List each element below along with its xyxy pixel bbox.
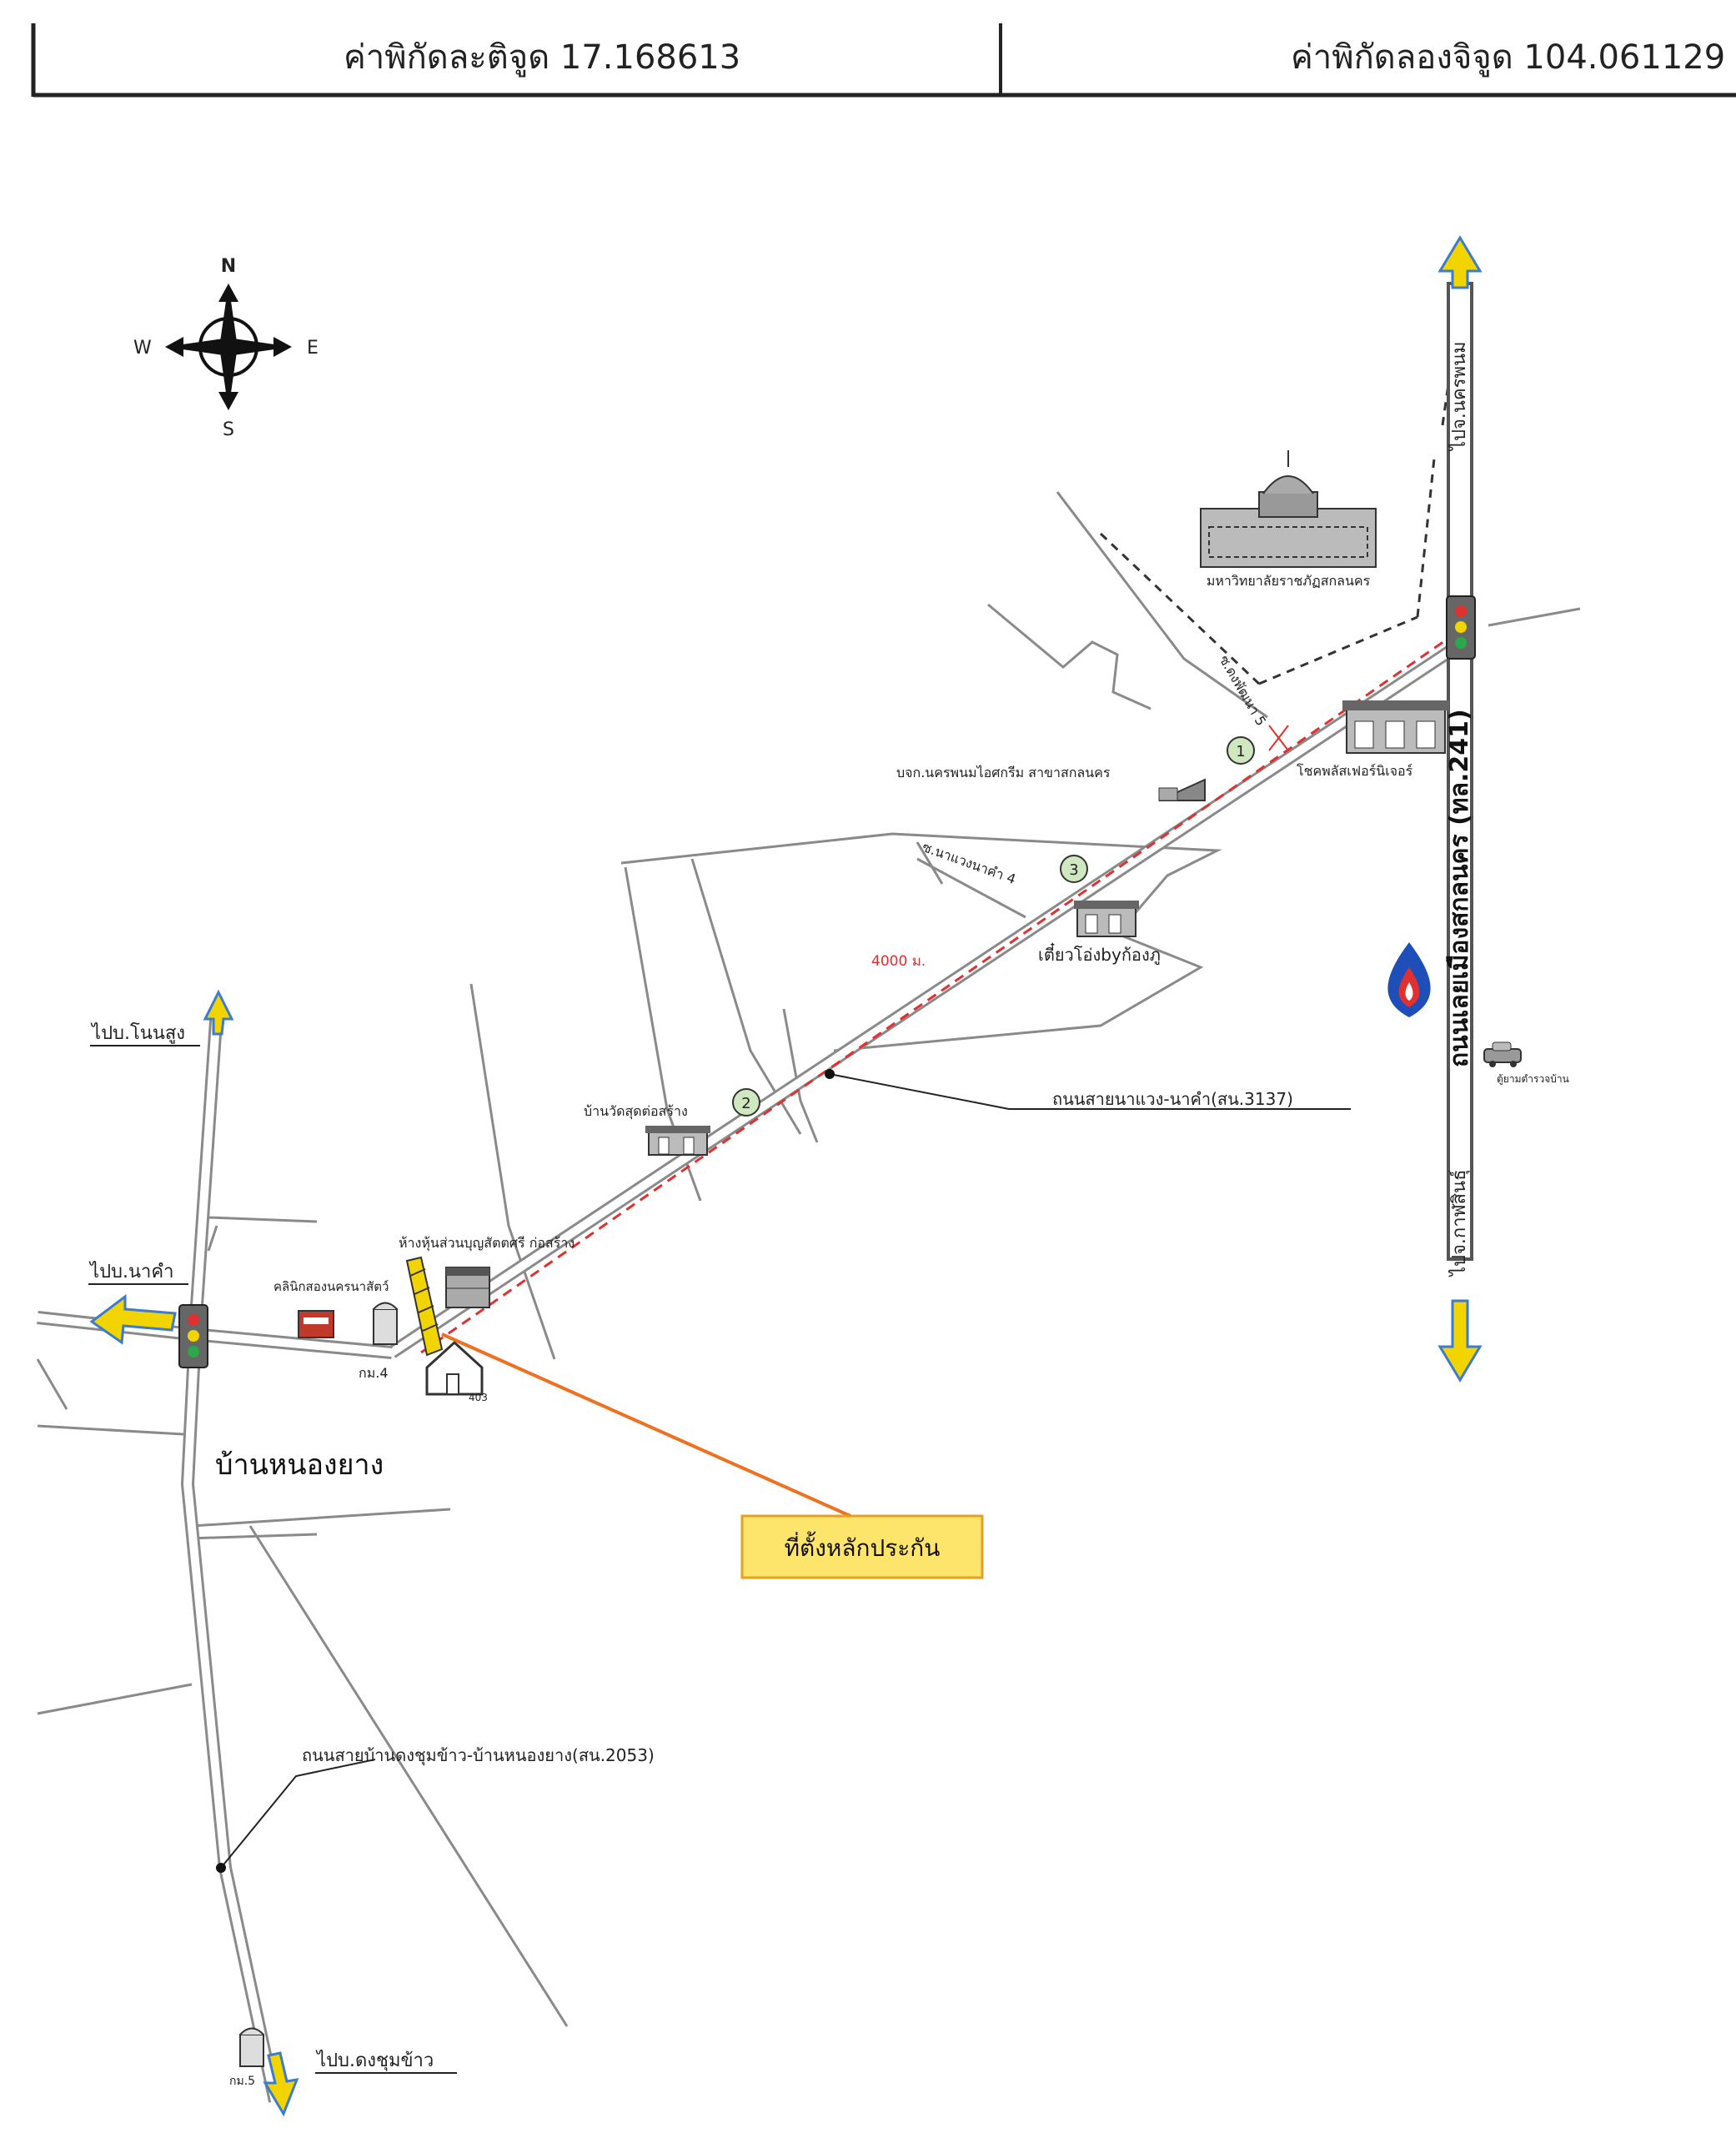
latitude-label: ค่าพิกัดละติจูด 17.168613	[344, 38, 741, 77]
showroom-building-icon	[1342, 700, 1449, 754]
factory-label: บจก.นครพนมไอศกรีม สาขาสกลนคร	[896, 765, 1111, 780]
to-nakhonphanom-label: ไปจ.นครพนม	[1448, 341, 1470, 452]
house-number-label: 403	[469, 1392, 488, 1403]
partnership-label: ห้างหุ้นส่วนบุญสัตตศรี ก่อสร้าง	[399, 1235, 574, 1252]
route-to-collateral	[420, 632, 1456, 1354]
compass-east: E	[307, 338, 319, 359]
to-dongchumkhao: ไปบ.ดงชุมข้าว	[315, 2050, 457, 2074]
header-frame	[31, 23, 1736, 98]
svg-text:ไปบ.นาคำ: ไปบ.นาคำ	[88, 1261, 173, 1282]
km-post-icon	[239, 2027, 264, 2067]
arrow-dongchumkhao-icon	[263, 2051, 299, 2117]
svg-text:2: 2	[741, 1095, 750, 1112]
marker-2: 2	[732, 1088, 760, 1117]
collateral-callout	[740, 1514, 984, 1579]
to-kalasin-label: ไปจ.กาฬสินธุ์	[1448, 1169, 1470, 1277]
marker-1: 1	[1227, 736, 1255, 765]
marker-3: 3	[1060, 855, 1088, 883]
compass-rose-icon	[165, 284, 292, 410]
arrow-nakham-icon	[89, 1294, 177, 1345]
collateral-label: ที่ตั้งหลักประกัน	[785, 1531, 941, 1562]
intersection-cross-icon	[1268, 725, 1289, 751]
compass-south: S	[223, 419, 234, 440]
collateral-leader-line	[441, 1332, 851, 1518]
collateral-plot-icon	[405, 1256, 444, 1357]
temple-village-building-icon	[645, 1126, 710, 1156]
university-label: มหาวิทยาลัยราชภัฏสกลนคร	[1207, 573, 1371, 589]
compass-north: N	[221, 256, 236, 277]
longitude-label: ค่าพิกัดลองจิจูด 104.061129	[1291, 38, 1726, 77]
compass-west: W	[133, 338, 152, 359]
road-3137-line	[388, 642, 1459, 1358]
traffic-light-icon	[1446, 595, 1476, 660]
ptt-station-logo-icon	[1387, 942, 1431, 1017]
km-post-icon	[373, 1302, 398, 1345]
soi-label: ซ.ดงพัฒนา 5	[1217, 653, 1270, 729]
highway-241	[1447, 282, 1473, 1261]
svg-text:1: 1	[1236, 743, 1245, 760]
village-label: บ้านหนองยาง	[215, 1448, 384, 1482]
police-label: ตู้ยามตำรวจบ้าน	[1497, 1073, 1569, 1086]
distance-label: 4000 ม.	[871, 953, 926, 970]
km5-label: กม.5	[229, 2075, 255, 2088]
traffic-light-icon	[178, 1304, 208, 1368]
road-2053-label: ถนนสายบ้านดงชุมข้าว-บ้านหนองยาง(สน.2053)	[302, 1745, 655, 1766]
arrow-south-icon	[1437, 1299, 1483, 1383]
to-nakham: ไปบ.นาคำ	[88, 1261, 188, 1285]
arrow-north-icon	[1437, 235, 1483, 289]
road-3137-label: ถนนสายนาแวง-นาคำ(สน.3137)	[1052, 1089, 1293, 1109]
police-car-icon	[1483, 1041, 1522, 1067]
noodle-shop-label: เตี๋ยวโอ่งbyก้องภู	[1038, 942, 1161, 966]
shop-building-icon	[1074, 901, 1139, 937]
partnership-building-icon	[445, 1267, 490, 1308]
road-2053-leader	[216, 1759, 376, 1873]
svg-text:ไปบ.ดงชุมข้าว: ไปบ.ดงชุมข้าว	[315, 2050, 434, 2071]
road-3137-leader	[825, 1069, 1351, 1110]
coordinate-header: ค่าพิกัดละติจูด 17.168613 ค่าพิกัดลองจิจ…	[0, 0, 1736, 98]
university-building-icon	[1200, 450, 1377, 568]
soi4-label: ซ.นาแวงนาคำ 4	[921, 839, 1018, 887]
local-roads	[36, 491, 1581, 2027]
clinic-label: คลินิกสองนครนาสัตว์	[273, 1279, 389, 1294]
house-icon	[425, 1340, 484, 1396]
temple-village-label: บ้านวัดสุดต่อสร้าง	[584, 1103, 688, 1120]
road-2053-line	[180, 1008, 282, 2103]
to-nonsung: ไปบ.โนนสูง	[90, 1022, 200, 1046]
svg-text:3: 3	[1069, 861, 1078, 879]
factory-icon	[1158, 778, 1206, 801]
road-to-km4	[37, 1311, 393, 1359]
arrow-nonsung-icon	[203, 989, 234, 1036]
svg-text:ไปบ.โนนสูง: ไปบ.โนนสูง	[90, 1022, 185, 1044]
km4-label: กม.4	[359, 1365, 389, 1381]
clinic-building-icon	[298, 1310, 334, 1338]
showroom-label: โชคพลัสเฟอร์นิเจอร์	[1297, 763, 1413, 779]
highway-name-label: ถนนเลยเมืองสกลนคร (ทล.241)	[1445, 709, 1474, 1067]
